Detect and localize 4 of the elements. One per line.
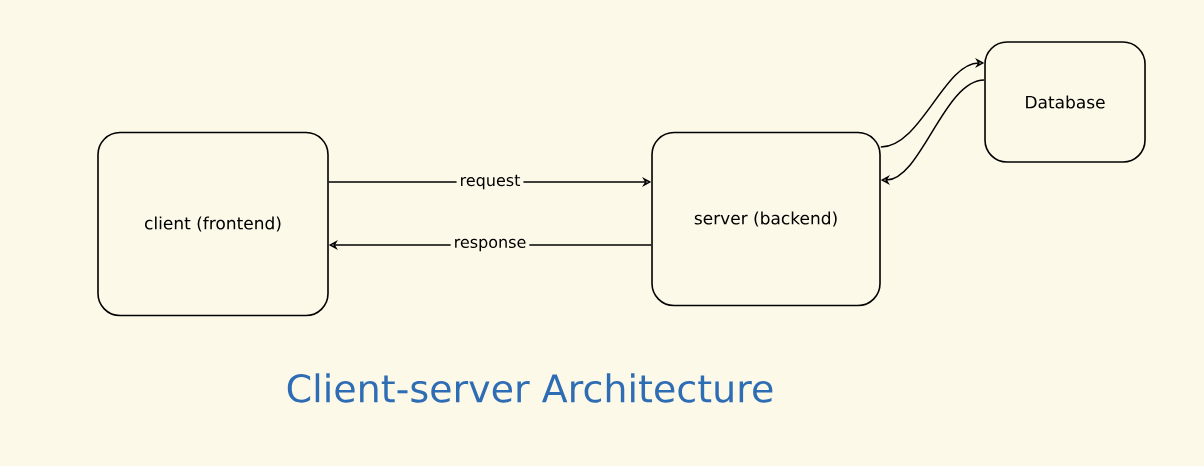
process-box: Database <box>984 41 1146 163</box>
title: Client-server Architecture <box>287 373 773 403</box>
process-box: client (frontend) <box>97 131 329 317</box>
process-box: server (backend) <box>651 131 881 307</box>
